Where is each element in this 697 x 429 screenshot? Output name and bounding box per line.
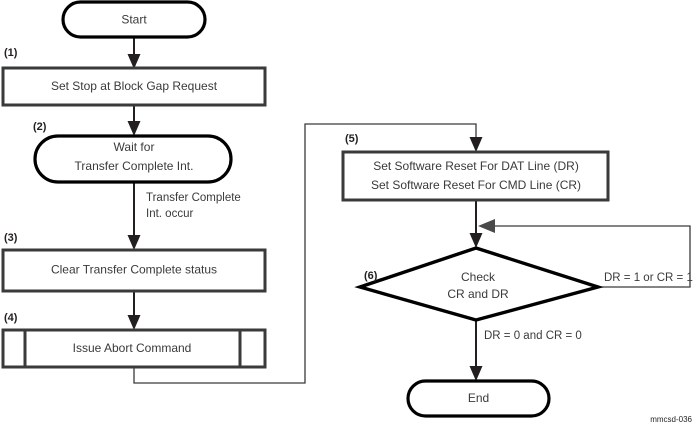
node-start[interactable]: Start	[61, 0, 207, 39]
node-step6-label-line2: CR and DR	[447, 287, 509, 301]
node-step2-label-line2: Transfer Complete Int.	[75, 159, 194, 173]
node-step3-label: Clear Transfer Complete status	[51, 263, 217, 277]
edge-step1-to-step2	[127, 105, 141, 136]
edge-label-transfer-complete-line2: Int. occur	[146, 208, 193, 220]
node-start-label: Start	[121, 13, 147, 27]
step-number-2: (2)	[33, 121, 47, 133]
node-step2-label-line1: Wait for	[114, 140, 155, 154]
figure-caption: mmcsd-036	[650, 415, 692, 424]
step-number-5: (5)	[345, 133, 359, 145]
node-step1-label: Set Stop at Block Gap Request	[51, 79, 218, 93]
node-step4[interactable]: Issue Abort Command	[1, 328, 267, 369]
step-number-6: (6)	[364, 270, 378, 282]
edge-label-decision-yes: DR = 1 or CR = 1	[604, 272, 693, 284]
node-step5[interactable]: Set Software Reset For DAT Line (DR) Set…	[341, 150, 610, 202]
edge-label-decision-no: DR = 0 and CR = 0	[484, 330, 582, 342]
node-step1[interactable]: Set Stop at Block Gap Request	[1, 66, 267, 107]
node-step3[interactable]: Clear Transfer Complete status	[1, 248, 267, 293]
step-number-4: (4)	[4, 312, 18, 324]
node-step4-label: Issue Abort Command	[73, 341, 192, 355]
step-number-1: (1)	[4, 47, 18, 59]
edge-label-transfer-complete-line1: Transfer Complete	[146, 192, 241, 204]
edge-start-to-step1	[127, 37, 141, 69]
node-step5-label-line1: Set Software Reset For DAT Line (DR)	[373, 159, 579, 173]
edge-step3-to-step4	[127, 291, 141, 330]
node-step6[interactable]: Check CR and DR	[354, 246, 605, 322]
edge-step6-to-end	[469, 320, 483, 381]
node-step5-label-line2: Set Software Reset For CMD Line (CR)	[371, 178, 581, 192]
node-step6-label-line1: Check	[461, 270, 496, 284]
step-number-3: (3)	[4, 232, 18, 244]
node-end[interactable]: End	[406, 379, 551, 418]
edge-step2-to-step3	[127, 182, 141, 250]
edge-step4-to-step5	[133, 123, 483, 384]
node-step2[interactable]: Wait for Transfer Complete Int.	[33, 134, 233, 184]
edge-step6-yes-loop	[478, 219, 691, 288]
node-end-label: End	[468, 391, 489, 405]
edge-step5-to-step6	[469, 200, 483, 248]
